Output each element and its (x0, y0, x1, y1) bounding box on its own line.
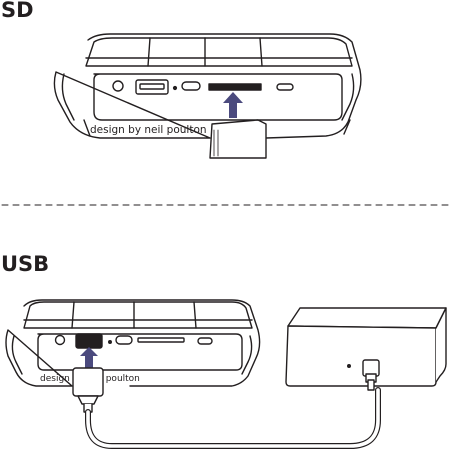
arrow-up-icon-usb (80, 347, 98, 368)
sd-slot (208, 83, 262, 91)
external-drive-icon (285, 307, 447, 391)
device-front-face-usb (37, 333, 243, 371)
usb-a-port-active (75, 333, 103, 349)
device-sd-view (53, 33, 362, 139)
usb-a-port (135, 79, 169, 95)
brand-text-sd: design by neil poulton (90, 124, 207, 136)
drive-led (347, 364, 352, 369)
device-bumper-usb (5, 299, 261, 387)
device-top-panel (85, 37, 353, 67)
drive-top (287, 307, 447, 329)
usb-plug-icon (72, 367, 104, 413)
power-button (112, 80, 124, 92)
power-button-usb (54, 334, 66, 346)
sd-card-icon (209, 119, 267, 159)
sd-slot-usb (137, 337, 185, 343)
usb-c-port (181, 81, 201, 91)
section-title-usb: USB (1, 252, 50, 276)
usb-c-port-2 (276, 83, 294, 91)
arrow-up-icon (223, 92, 243, 118)
device-usb-view (5, 299, 261, 387)
drive-front (285, 325, 437, 387)
device-front-face (93, 73, 343, 121)
usb-c-port-2-usb (197, 337, 213, 345)
cable-icon (85, 387, 381, 449)
device-bumper (53, 33, 362, 139)
drive-side (435, 307, 447, 383)
usb-c-port-usb (115, 335, 133, 345)
section-title-sd: SD (1, 0, 34, 22)
